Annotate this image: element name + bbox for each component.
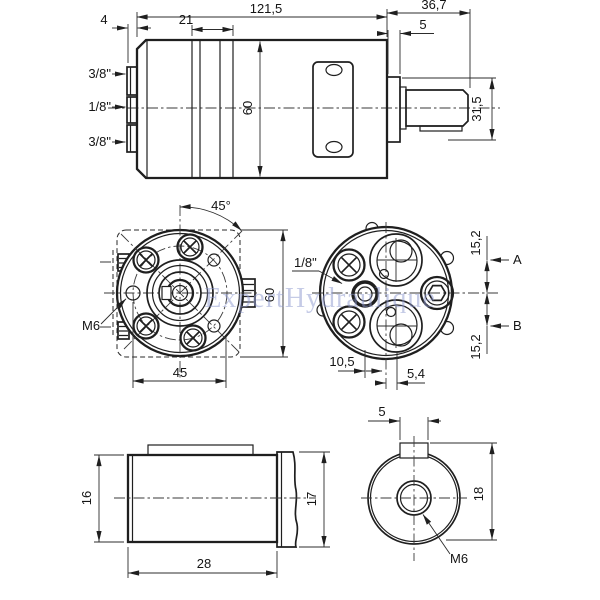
port-b: [369, 299, 423, 353]
dim-label: 60: [262, 288, 277, 302]
port-label: 3/8": [88, 134, 111, 149]
port-label-middle: 1/8": [88, 99, 126, 114]
dim-left-diameter: 16: [79, 454, 124, 543]
port-label-bottom: 3/8": [88, 134, 126, 149]
dim-drain-offset: 10,5: [329, 350, 383, 378]
dim-key-width: 5: [368, 404, 441, 440]
dim-shaft-section-length: 36,7: [386, 0, 471, 88]
dim-label: 31,5: [469, 96, 484, 121]
dim-port-axis-offset: 5,4: [374, 352, 425, 390]
port-b-arrow: B: [490, 318, 522, 333]
dim-bolt-spacing: 45: [132, 302, 227, 388]
dim-pilot-width: 5: [376, 17, 434, 74]
dim-label: 60: [240, 101, 255, 115]
dim-label: 28: [197, 556, 211, 571]
dim-label: 17: [304, 492, 319, 506]
mount-thread-callout: M6: [82, 298, 127, 333]
dim-right-diameter: 17: [299, 451, 330, 548]
dim-length: 28: [127, 547, 278, 578]
dim-label: 15,2: [468, 334, 483, 359]
shaft-end-view: 5 18 M6: [361, 404, 497, 566]
dim-flange-size: 60: [240, 229, 288, 358]
dim-body-diameter: 60: [240, 41, 263, 177]
thread-label: M6: [82, 318, 100, 333]
hex-plug-right: [419, 275, 455, 311]
watermark-text: ExpertHydraulique: [204, 283, 436, 314]
dim-label: 10,5: [329, 354, 354, 369]
side-view: 121,5 36,7 4 21 5: [88, 0, 500, 180]
dim-pilot-diameter: 31,5: [402, 77, 496, 141]
dim-label: 21: [179, 12, 193, 27]
dim-label: 15,2: [468, 230, 483, 255]
plug-screws-left: [332, 248, 366, 339]
dim-label: 16: [79, 491, 94, 505]
dim-label: 45: [173, 365, 187, 380]
port-a-arrow: A: [490, 252, 522, 267]
dim-port-a-offset: 15,2: [468, 230, 490, 293]
port-label: 3/8": [88, 66, 111, 81]
dim-label: 121,5: [250, 1, 283, 16]
front-flange-view: M6 45° 60 45: [82, 198, 288, 388]
dim-label: 4: [100, 12, 107, 27]
side-port-bosses: [126, 66, 138, 153]
drain-port-callout: 1/8": [292, 255, 343, 284]
dim-label: 5: [378, 404, 385, 419]
dim-bolt-angle: 45°: [179, 198, 242, 231]
dim-port-b-offset: 15,2: [468, 293, 490, 360]
dim-diameter: 18: [430, 442, 497, 541]
dim-overall-length: 121,5: [136, 1, 388, 37]
dim-section-width: 21: [179, 12, 234, 36]
dim-label: 5,4: [407, 366, 425, 381]
dim-label: 36,7: [421, 0, 446, 12]
port-a: [369, 233, 423, 287]
port-label-top: 3/8": [88, 66, 126, 81]
drain-port: [351, 280, 379, 308]
rear-port-view: 1/8" A B 15,2 15,2 10,5: [292, 221, 522, 392]
shaft-side-view: 16 17 28: [79, 444, 330, 578]
thread-callout: M6: [422, 514, 468, 566]
flange-screws: [132, 233, 207, 352]
dim-label: 5: [419, 17, 426, 32]
dim-label: 18: [471, 487, 486, 501]
dim-port-boss-depth: 4: [100, 12, 151, 63]
port-label: 1/8": [88, 99, 111, 114]
dim-label: 45°: [211, 198, 231, 213]
port-b-label: B: [513, 318, 522, 333]
drain-label: 1/8": [294, 255, 317, 270]
port-a-label: A: [513, 252, 522, 267]
thread-label: M6: [450, 551, 468, 566]
